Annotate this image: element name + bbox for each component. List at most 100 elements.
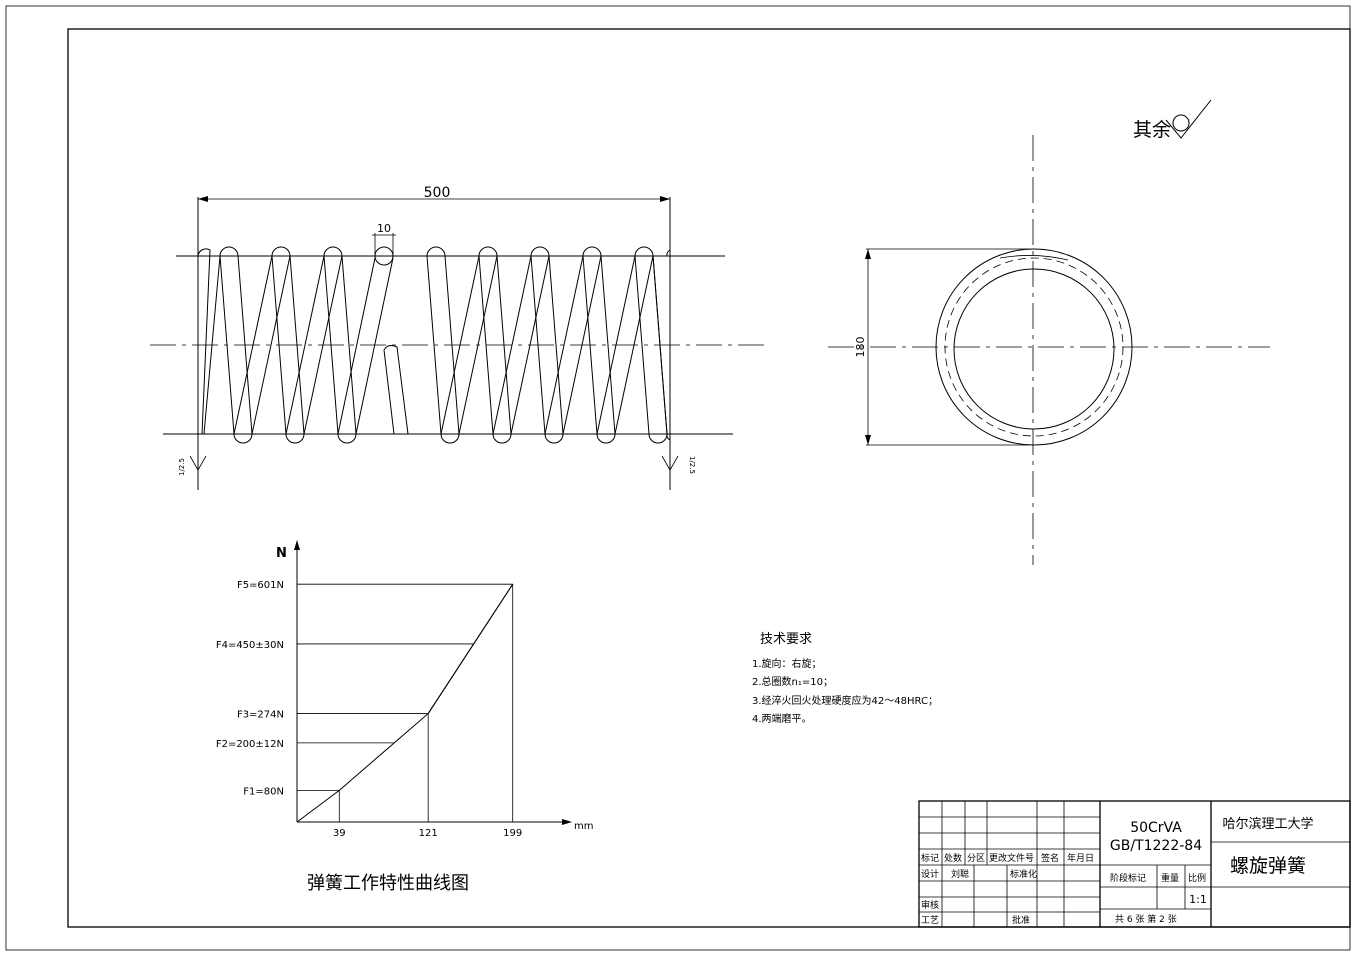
broken-wire-end [383, 345, 409, 435]
coil-front-wire [582, 255, 598, 435]
chart-marks: F1=80N F2=200±12N F3=274N F4=450±30N F5=601N… [216, 580, 522, 839]
length-dimension: 500 [198, 185, 670, 202]
coil-front-wire [548, 255, 564, 435]
coil-back-wire [303, 255, 343, 435]
coil-back-wire [492, 255, 532, 435]
coil-back-wire [337, 257, 376, 435]
design-label: 设计 [921, 868, 939, 880]
y-tick-label: F1=80N [243, 786, 284, 797]
coil-front-wire [426, 255, 442, 435]
coil-top-arc [478, 246, 498, 257]
header-change-doc: 更改文件号 [989, 852, 1034, 864]
outer-border [5, 5, 1351, 951]
coil-back-wire [510, 255, 550, 435]
coil-top-arc [530, 246, 550, 257]
outer-circle [935, 248, 1133, 446]
coil-bottom-arc [233, 433, 253, 444]
inner-border [67, 28, 1351, 928]
stage-mark-label: 阶段标记 [1110, 872, 1146, 884]
characteristic-extension [427, 583, 514, 714]
weight-label: 重量 [1161, 872, 1179, 884]
coil-top-arc [582, 246, 602, 257]
tech-item-4: 4.两端磨平。 [752, 712, 812, 725]
grind-mark-right: 1/2.5 [661, 455, 696, 474]
length-label: 500 [424, 185, 451, 201]
header-count: 处数 [944, 852, 962, 864]
chart-title: 弹簧工作特性曲线图 [307, 873, 469, 894]
x-tick-label: 199 [503, 828, 522, 839]
roughness-circle-icon [1172, 114, 1190, 132]
spring-end-view: 180 [828, 135, 1270, 565]
sheet-count: 共 6 张 第 2 张 [1115, 913, 1177, 925]
title-block: 标记 处数 分区 更改文件号 签名 年月日 设计 刘聪 标准化 审核 工艺 批准… [918, 800, 1351, 928]
coil-front-wire [237, 255, 253, 435]
inner-circle [953, 268, 1115, 430]
approve-label: 批准 [1012, 914, 1030, 926]
coil-front-wire [444, 255, 460, 435]
wire-section [374, 246, 394, 266]
coil-top-arc [634, 246, 654, 257]
characteristic-line [296, 583, 514, 823]
coil-bottom-arc [544, 433, 564, 444]
school-name: 哈尔滨理工大学 [1222, 816, 1313, 832]
coil-back-wire [355, 257, 394, 435]
coil-back-wire [562, 255, 602, 435]
diameter-label: 180 [854, 337, 867, 358]
coil-bottom-arc [492, 433, 512, 444]
coil-back-wire [203, 255, 221, 435]
part-name: 螺旋弹簧 [1230, 855, 1306, 877]
y-tick-label: F2=200±12N [216, 739, 284, 750]
coil-end-right [666, 249, 671, 441]
coil-back-wire [614, 255, 654, 435]
y-tick-label: F5=601N [237, 580, 284, 591]
designer-name: 刘聪 [951, 868, 969, 880]
grind-left-label: 1/2.5 [178, 458, 186, 476]
coil-back-wire [251, 255, 291, 435]
coil-bottom-arc [285, 433, 305, 444]
tech-requirements: 技术要求 1.旋向：右旋； 2.总圈数n₁=10； 3.经淬火回火处理硬度应为4… [752, 632, 938, 725]
coil-front-wire [341, 255, 357, 435]
coil-top-arc [426, 246, 446, 257]
coil-front-wire [323, 255, 339, 435]
roughness-note: 其余 [1133, 99, 1212, 141]
coil-back-wire [652, 255, 668, 435]
coil-end-left [197, 248, 211, 435]
grind-right-label: 1/2.5 [688, 456, 696, 474]
tech-item-2: 2.总圈数n₁=10； [752, 675, 833, 688]
spring-side-view [150, 197, 765, 490]
header-date: 年月日 [1067, 852, 1094, 864]
coil-back-wire [440, 255, 480, 435]
scale-value: 1:1 [1189, 893, 1207, 906]
standard: GB/T1222-84 [1110, 838, 1202, 854]
coil-top-arc [219, 246, 239, 257]
coil-back-wire [233, 255, 273, 435]
y-tick-label: F3=274N [237, 710, 284, 721]
x-tick-label: 39 [333, 828, 346, 839]
header-zone: 分区 [967, 853, 985, 864]
coil-front-wire [530, 255, 546, 435]
coil-back-wire [285, 255, 325, 435]
coil-front-wire [496, 255, 512, 435]
coil-back-wire [544, 255, 584, 435]
y-tick-label: F4=450±30N [216, 640, 284, 651]
coil-front-wire [289, 255, 305, 435]
process-label: 工艺 [921, 915, 939, 926]
spring-characteristic-chart: N mm F1=80NF2=200±12NF3=274NF4=450±30NF5… [216, 540, 593, 894]
x-tick-label: 121 [419, 828, 438, 839]
coil-back-wire [596, 255, 636, 435]
coil-front-wire [600, 255, 616, 435]
material: 50CrVA [1130, 820, 1182, 836]
mid-circle [944, 257, 1124, 437]
standardization-label: 标准化 [1010, 868, 1037, 880]
coil-bottom-arc [440, 433, 460, 444]
tech-item-1: 1.旋向：右旋； [752, 657, 822, 670]
coil-front-wire [271, 255, 287, 435]
grind-mark-left: 1/2.5 [178, 455, 207, 476]
spring-coils [197, 246, 671, 444]
scale-label: 比例 [1188, 872, 1206, 884]
coil-top-arc [271, 246, 291, 257]
roughness-label: 其余 [1133, 119, 1171, 141]
coil-bottom-arc [337, 433, 357, 444]
header-mark: 标记 [921, 852, 939, 864]
